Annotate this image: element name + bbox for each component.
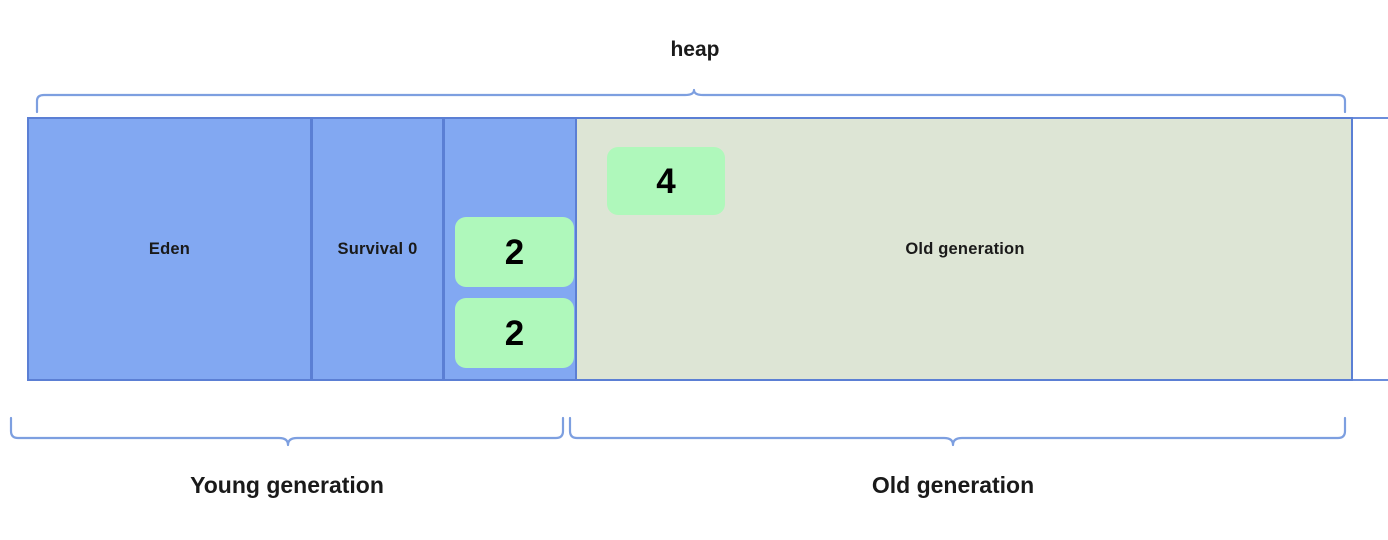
- region-survival-0-label: Survival 0: [337, 239, 418, 258]
- region-eden-label: Eden: [148, 239, 191, 258]
- heap-label: heap: [670, 38, 720, 61]
- young-generation-brace: [9, 416, 565, 447]
- region-old-generation: Old generation: [577, 117, 1353, 381]
- heap-bottom-extension-line: [1353, 379, 1388, 381]
- old-generation-brace: [568, 416, 1347, 447]
- old-generation-caption-label: Old generation: [871, 472, 1035, 498]
- region-old-generation-label: Old generation: [905, 239, 1025, 258]
- region-survival-0: Survival 0: [311, 117, 444, 381]
- heap-top-extension-line: [1353, 117, 1388, 119]
- heap-brace: [35, 88, 1347, 114]
- object-chip-survivor-top: 2: [455, 217, 574, 287]
- region-eden: Eden: [27, 117, 312, 381]
- young-generation-label: Young generation: [190, 472, 384, 498]
- object-chip-old-generation: 4: [607, 147, 725, 215]
- object-chip-survivor-bottom: 2: [455, 298, 574, 368]
